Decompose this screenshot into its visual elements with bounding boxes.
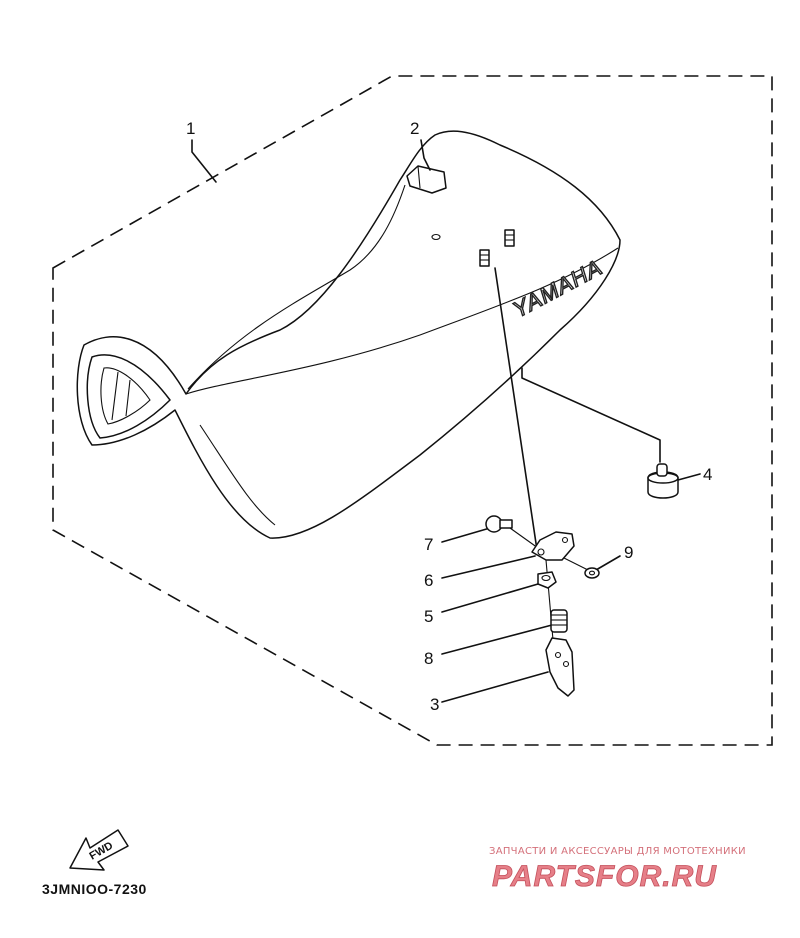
- part-7-bolt: [485, 515, 513, 533]
- leader-4: [521, 367, 661, 463]
- leader-2: [420, 139, 431, 171]
- watermark-tagline: ЗАПЧАСТИ И АКСЕССУАРЫ ДЛЯ МОТОТЕХНИКИ: [489, 846, 746, 857]
- leader-6: [441, 555, 536, 579]
- callout-9: 9: [624, 543, 633, 562]
- callout-4: 4: [703, 465, 712, 484]
- seat-stud-right: [504, 229, 515, 247]
- leader-3: [441, 671, 549, 703]
- callout-6: 6: [424, 571, 433, 590]
- leader-bolt-9: [559, 555, 589, 571]
- watermark-site: PARTSFOR.RU: [492, 860, 717, 893]
- part-4-damper: [647, 463, 679, 499]
- assembly-boundary: [52, 75, 773, 746]
- seat-lower-crease: [199, 424, 276, 526]
- part-5-nut: [537, 571, 557, 589]
- seat-top-crease: [187, 184, 406, 390]
- seat-rear-rib: [111, 371, 119, 421]
- fwd-arrow-icon: [69, 829, 129, 871]
- leader-4-label: [677, 473, 701, 481]
- watermark: ЗАПЧАСТИ И АКСЕССУАРЫ ДЛЯ МОТОТЕХНИКИ PA…: [489, 846, 746, 893]
- part-9-washer: [584, 567, 600, 579]
- callouts: 1 2 3 4 5 6 7 8 9: [186, 119, 712, 714]
- callout-7: 7: [424, 535, 433, 554]
- leader-9: [595, 555, 621, 571]
- callout-8: 8: [424, 649, 433, 668]
- callout-1: 1: [186, 119, 195, 138]
- leader-5: [441, 583, 539, 613]
- drawing-code: 3JMNIOO-7230: [42, 881, 147, 897]
- callout-3: 3: [430, 695, 439, 714]
- part-8-spring: [550, 609, 568, 633]
- leader-bolt-7: [509, 527, 539, 549]
- seat-rear-rib-2: [125, 379, 131, 417]
- fwd-arrow: FWD: [69, 829, 129, 871]
- seat-rear-inner: [100, 367, 151, 425]
- hardware: [485, 463, 679, 697]
- seat-assembly: YAMAHA: [76, 130, 621, 539]
- seat-stud-left: [479, 249, 490, 267]
- leader-8: [441, 624, 553, 655]
- leader-7: [441, 527, 491, 543]
- leader-1: [191, 139, 217, 183]
- part-6-bracket: [531, 531, 575, 561]
- callout-2: 2: [410, 119, 419, 138]
- callout-5: 5: [424, 607, 433, 626]
- seat-hole: [431, 233, 441, 241]
- seat-strap-fold: [417, 165, 421, 189]
- seat-outline: [76, 130, 621, 539]
- leader-stud-lock: [494, 267, 538, 551]
- part-3-lock-plate: [545, 637, 575, 697]
- seat-side-crease: [185, 247, 619, 395]
